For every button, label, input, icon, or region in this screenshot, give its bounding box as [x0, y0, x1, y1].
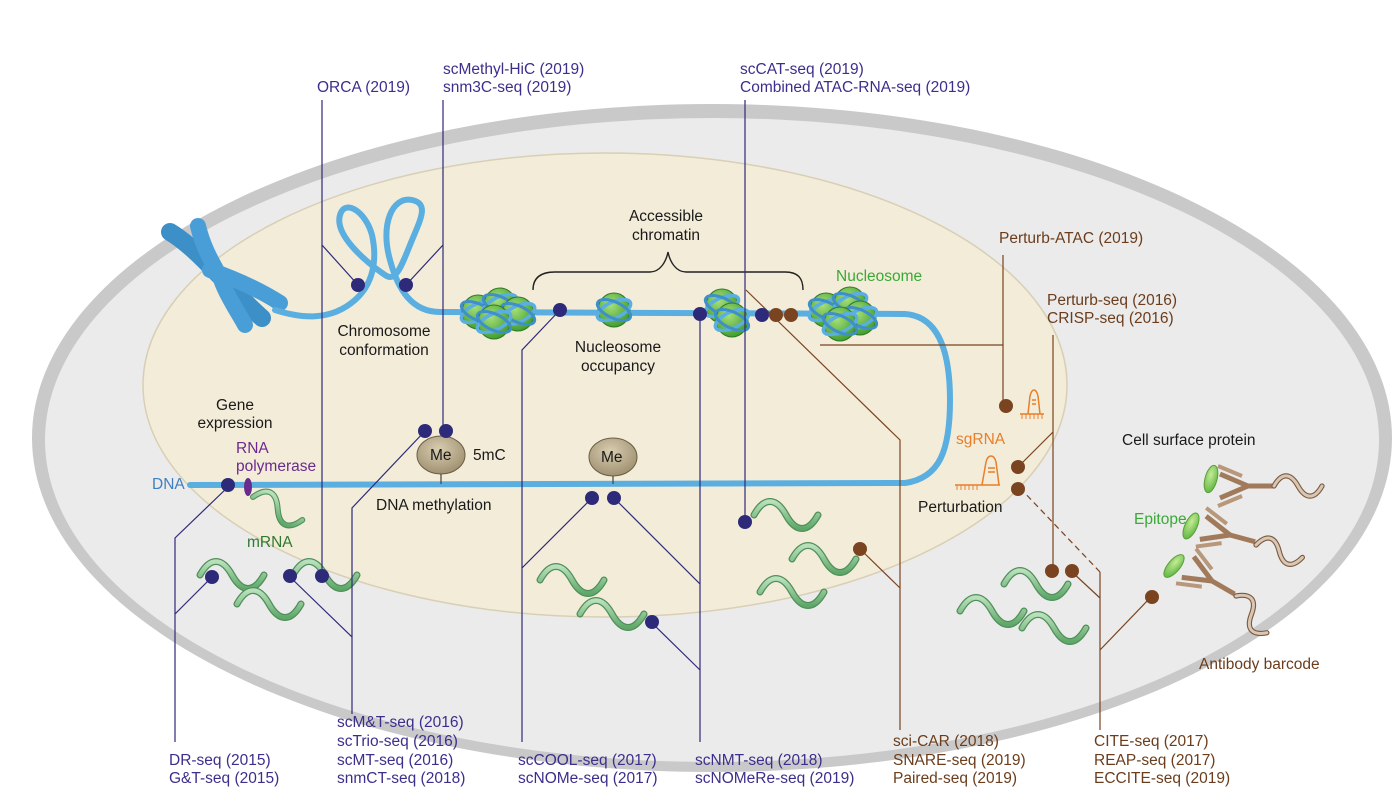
label-scnome-seq: scNOMe-seq (2017)	[518, 770, 658, 787]
label-combined-atac-rna: Combined ATAC-RNA-seq (2019)	[740, 79, 971, 96]
purple-connectors	[174, 100, 746, 742]
label-mrna: mRNA	[247, 534, 293, 551]
label-nucleosome: Nucleosome	[836, 268, 923, 285]
purple-markers	[205, 278, 769, 629]
brown-connectors	[745, 255, 1151, 730]
label-orca: ORCA (2019)	[317, 79, 411, 96]
label-accessible-2: chromatin	[631, 227, 701, 244]
rna-polymerase-icon	[244, 478, 252, 496]
label-scnmt-seq: scNMT-seq (2018)	[695, 752, 823, 769]
label-dna-methylation: DNA methylation	[376, 497, 492, 514]
methyl-mark-2	[588, 437, 638, 484]
label-chromosome-2: conformation	[339, 342, 429, 359]
label-rna-polymerase-1: RNA	[236, 440, 269, 457]
label-me-2: Me	[601, 449, 623, 466]
sgrna-icon-2	[955, 455, 1000, 490]
label-crisp-seq: CRISP-seq (2016)	[1047, 310, 1174, 327]
label-me-1: Me	[430, 447, 452, 464]
label-antibody-barcode: Antibody barcode	[1199, 656, 1320, 673]
label-sgrna: sgRNA	[956, 431, 1006, 448]
label-eccite-seq: ECCITE-seq (2019)	[1094, 770, 1231, 787]
label-perturb-seq: Perturb-seq (2016)	[1047, 292, 1178, 309]
sgrna-icon-1	[1020, 389, 1044, 419]
label-gene-expression-1: Gene	[216, 397, 254, 414]
brown-markers	[769, 308, 1159, 604]
label-snmct-seq: snmCT-seq (2018)	[337, 770, 466, 787]
label-gt-seq: G&T-seq (2015)	[169, 770, 280, 787]
accessible-chromatin-brace	[532, 251, 804, 291]
label-scmethyl-hic: scMethyl-HiC (2019)	[443, 61, 585, 78]
epitope-icons	[1163, 464, 1219, 578]
label-sci-car: sci-CAR (2018)	[893, 733, 999, 750]
label-nucleosome-occupancy-1: Nucleosome	[574, 339, 662, 356]
methyl-mark-1	[416, 435, 466, 484]
label-gene-expression-2: expression	[197, 415, 273, 432]
label-reap-seq: REAP-seq (2017)	[1094, 752, 1216, 769]
label-perturbation: Perturbation	[918, 499, 1003, 516]
label-5mc: 5mC	[473, 447, 506, 464]
label-epitope: Epitope	[1134, 511, 1187, 528]
chromosome-icon	[161, 218, 288, 333]
label-cite-seq: CITE-seq (2017)	[1094, 733, 1209, 750]
label-cell-surface-protein: Cell surface protein	[1122, 432, 1256, 449]
label-snare-seq: SNARE-seq (2019)	[893, 752, 1026, 769]
label-snm3c-seq: snm3C-seq (2019)	[443, 79, 572, 96]
label-scmt-seq-2: scMT-seq (2016)	[337, 752, 454, 769]
label-scmt-seq: scM&T-seq (2016)	[337, 714, 464, 731]
label-chromosome-1: Chromosome	[337, 323, 431, 340]
label-perturb-atac: Perturb-ATAC (2019)	[999, 230, 1144, 247]
label-scnomere-seq: scNOMeRe-seq (2019)	[695, 770, 855, 787]
label-dr-seq: DR-seq (2015)	[169, 752, 271, 769]
antibody-barcode-icons	[1233, 473, 1325, 637]
label-nucleosome-occupancy-2: occupancy	[580, 358, 656, 375]
label-accessible-1: Accessible	[628, 208, 704, 225]
label-paired-seq: Paired-seq (2019)	[893, 770, 1018, 787]
dna-strand	[187, 196, 954, 488]
label-sctrio-seq: scTrio-seq (2016)	[337, 733, 458, 750]
label-rna-polymerase-2: polymerase	[236, 458, 317, 475]
label-dna: DNA	[152, 476, 185, 493]
label-sccat-seq: scCAT-seq (2019)	[740, 61, 864, 78]
label-sccool-seq: scCOOL-seq (2017)	[518, 752, 657, 769]
